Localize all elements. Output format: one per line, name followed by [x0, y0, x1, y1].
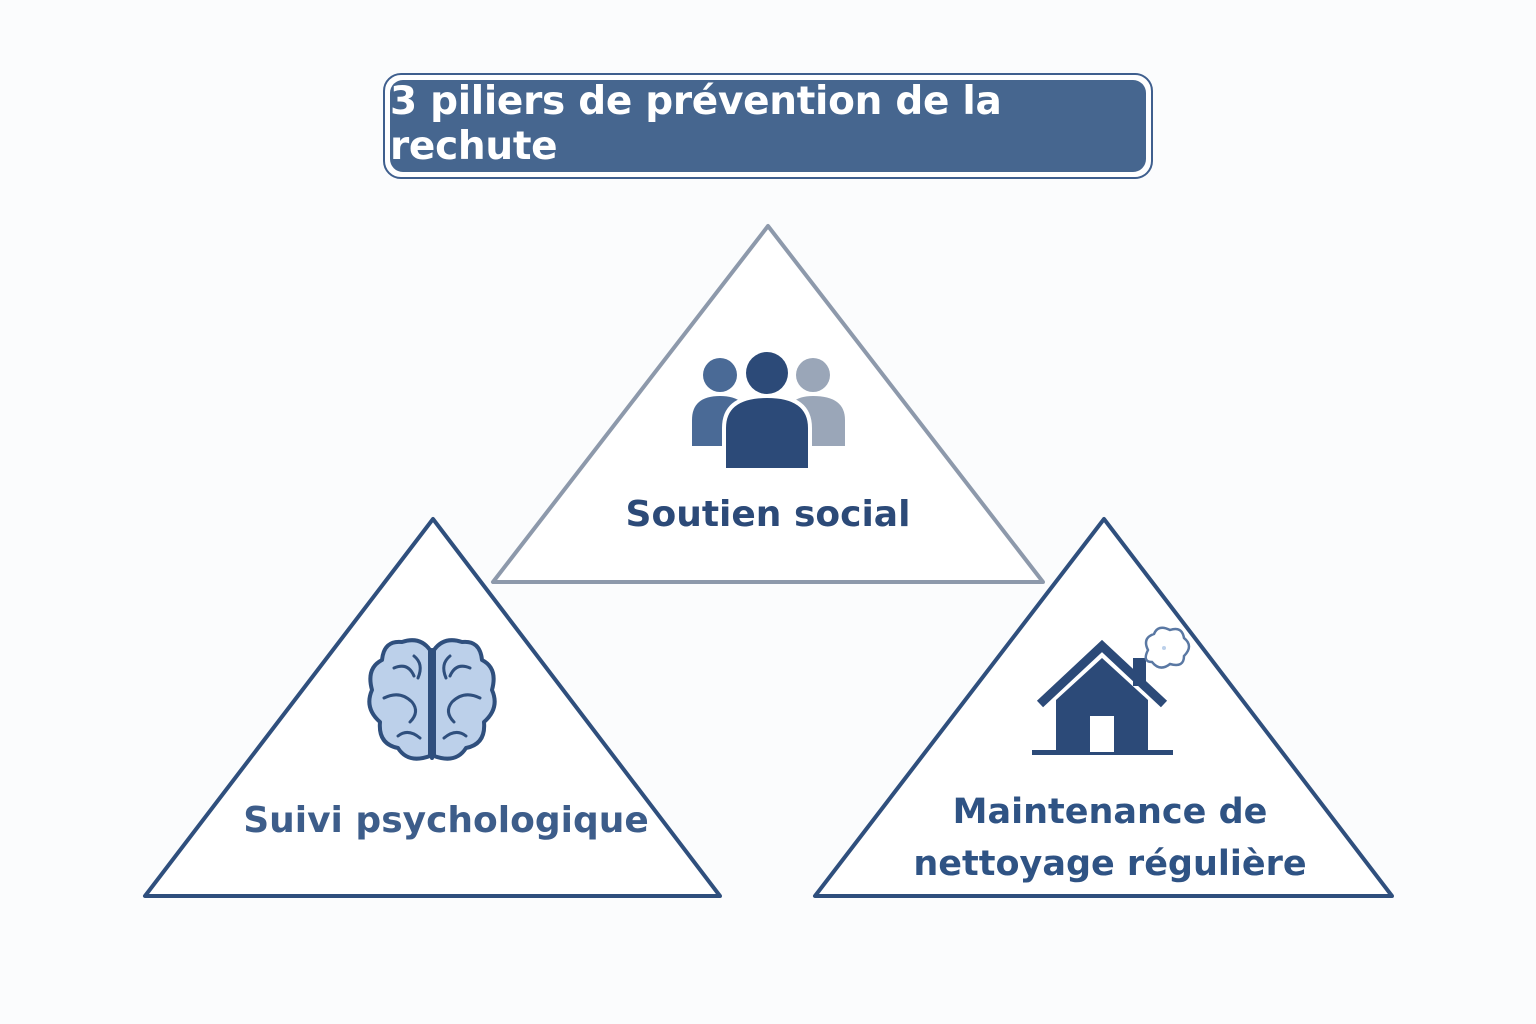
page-title: 3 piliers de prévention de la rechute — [390, 79, 1146, 172]
people-group-icon — [692, 350, 845, 472]
brain-icon — [367, 638, 497, 761]
pillar-label-maintenance-line2: nettoyage régulière — [913, 844, 1307, 884]
pillar-label-psychological: Suivi psychologique — [243, 800, 649, 841]
house-icon — [1032, 626, 1191, 755]
pillar-label-maintenance: Maintenance de nettoyage régulière — [900, 786, 1320, 890]
pillar-label-maintenance-line1: Maintenance de — [952, 792, 1268, 832]
pillar-label-social: Soutien social — [625, 494, 911, 535]
title-badge: 3 piliers de prévention de la rechute — [383, 73, 1153, 179]
